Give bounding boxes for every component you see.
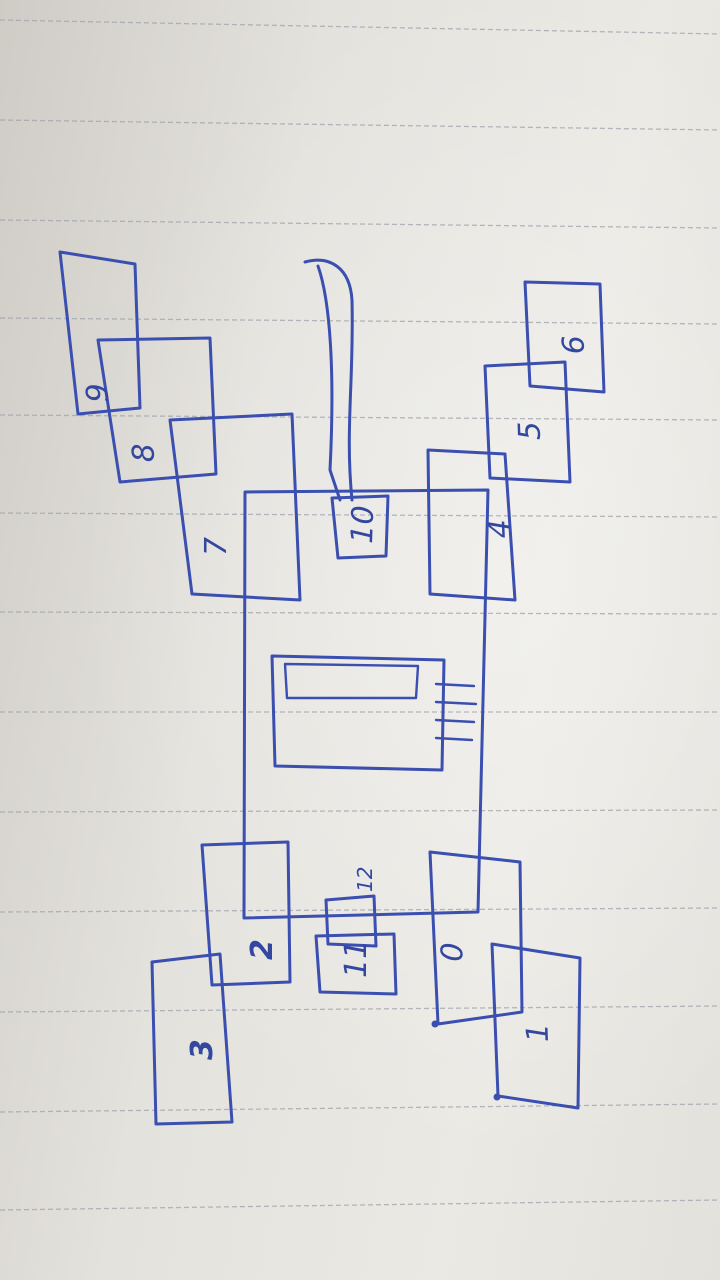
label-9: 9 [80, 383, 116, 403]
block-12 [326, 896, 376, 946]
label-3: 3 [185, 1039, 220, 1060]
block-7 [170, 414, 300, 600]
dot-marker [432, 1021, 439, 1028]
label-6: 6 [556, 335, 592, 355]
label-2: 2 [245, 939, 280, 960]
cable [305, 260, 352, 500]
label-11: 11 [339, 940, 374, 978]
label-5: 5 [512, 421, 548, 441]
block-0 [430, 852, 522, 1024]
ruled-lines [0, 20, 720, 1210]
label-0: 0 [435, 942, 471, 962]
display-screen [285, 664, 418, 698]
label-7: 7 [199, 537, 234, 556]
block-3 [152, 954, 232, 1124]
label-8: 8 [126, 443, 162, 463]
label-4: 4 [482, 519, 518, 539]
label-10: 10 [345, 505, 381, 544]
label-12: 12 [353, 867, 377, 892]
label-1: 1 [520, 1023, 556, 1043]
dot-marker [494, 1094, 501, 1101]
block-2 [202, 842, 290, 985]
